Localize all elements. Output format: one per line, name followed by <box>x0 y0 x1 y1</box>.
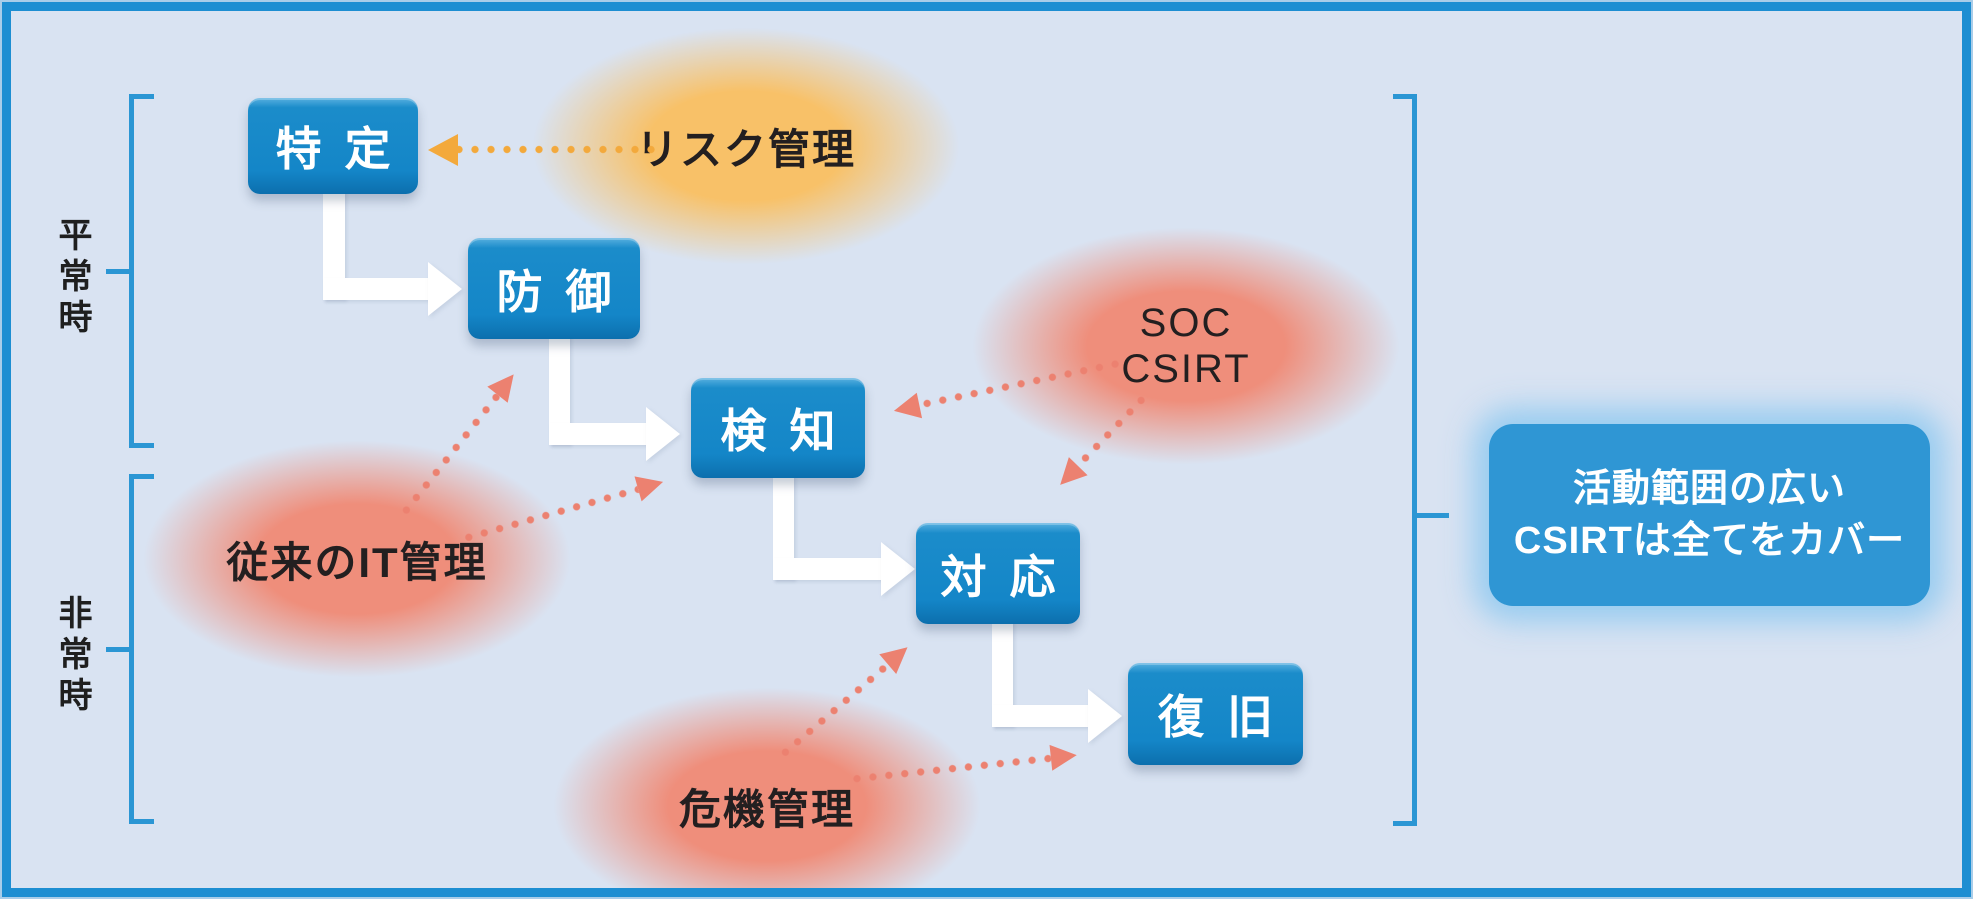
oval-traditional-it: 従来のIT管理 <box>137 437 577 681</box>
arrow-risk-to-identify <box>428 134 659 166</box>
flow-segment <box>323 186 345 300</box>
flow-segment <box>992 611 1013 727</box>
node-respond-label: 対応 <box>940 550 1079 603</box>
flow-segment <box>992 705 1088 727</box>
bracket-line <box>129 474 154 479</box>
flow-segment <box>549 331 570 445</box>
bracket-line <box>1393 821 1417 826</box>
node-protect: 防御 <box>468 238 640 339</box>
node-detect: 検知 <box>691 378 865 478</box>
node-recover-label: 復旧 <box>1158 691 1296 743</box>
bracket-line <box>1417 513 1449 518</box>
oval-soc-csirt: SOC CSIRT <box>966 224 1406 468</box>
node-identify-label: 特定 <box>275 123 414 175</box>
node-respond: 対応 <box>916 523 1080 624</box>
flow-arrowhead-icon <box>1088 689 1122 743</box>
flow-segment <box>773 466 794 580</box>
node-identify: 特定 <box>248 98 418 194</box>
side-note-line2: CSIRTは全てをカバー <box>1513 520 1906 562</box>
bracket-line <box>129 94 134 448</box>
flow-segment <box>549 423 646 445</box>
bracket-line <box>106 647 129 652</box>
phase-label-emergency: 非常時 <box>53 595 91 718</box>
phase-label-normal: 平常時 <box>53 217 91 340</box>
arrowhead-icon <box>1049 742 1079 771</box>
oval-crisis-management: 危機管理 <box>547 684 987 888</box>
oval-csirt-label: CSIRT <box>1121 347 1251 391</box>
flow-arrowhead-icon <box>428 262 462 316</box>
bracket-line <box>129 474 134 824</box>
flow-segment <box>773 558 881 580</box>
flow-arrowhead-icon <box>881 542 915 596</box>
bracket-line <box>106 269 129 274</box>
bracket-line <box>129 443 154 448</box>
flow-segment <box>323 278 428 300</box>
bracket-line <box>129 819 154 824</box>
node-protect-label: 防御 <box>496 265 635 318</box>
oval-crisis-management-label: 危機管理 <box>678 785 855 833</box>
side-note-line1: 活動範囲の広い <box>1572 468 1846 510</box>
side-note-box: 活動範囲の広い CSIRTは全てをカバー <box>1489 424 1930 606</box>
flow-arrowhead-icon <box>646 407 680 461</box>
bracket-line <box>129 94 154 99</box>
oval-risk-management-label: リスク管理 <box>635 125 856 173</box>
bracket-line <box>1393 94 1417 99</box>
node-detect-label: 検知 <box>720 405 859 457</box>
arrowhead-icon <box>634 469 667 502</box>
dotted-line <box>458 145 659 155</box>
node-recover: 復旧 <box>1128 663 1303 765</box>
arrowhead-icon <box>428 134 458 166</box>
oval-soc-label: SOC <box>1139 301 1233 345</box>
oval-traditional-it-label: 従来のIT管理 <box>226 538 488 586</box>
arrowhead-icon <box>891 392 923 424</box>
bracket-line <box>1412 94 1417 826</box>
